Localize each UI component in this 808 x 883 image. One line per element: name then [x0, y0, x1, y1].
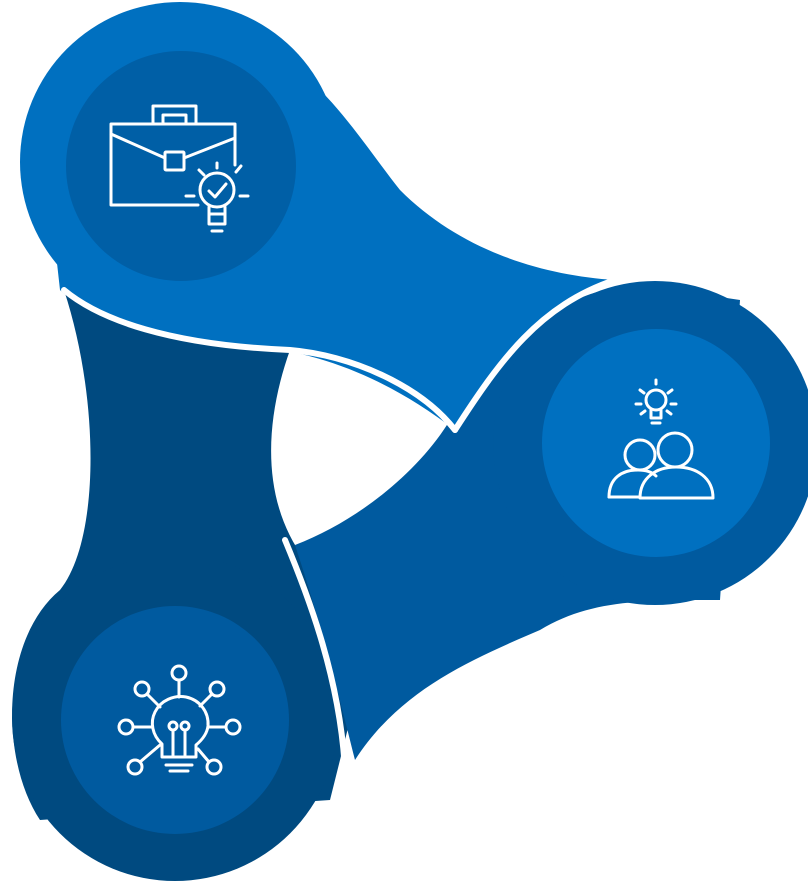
separator-curve-bottom [282, 537, 348, 773]
lightbulb-network-icon [117, 664, 242, 776]
briefcase-lightbulb-check-icon [109, 104, 250, 233]
team-idea-icon [607, 378, 715, 500]
separator-curve-top [61, 287, 458, 433]
right-inner-circle [542, 329, 770, 557]
separator-curve-middle [452, 277, 618, 433]
top-left-inner-circle [66, 51, 296, 281]
bottom-left-inner-circle [61, 606, 289, 834]
